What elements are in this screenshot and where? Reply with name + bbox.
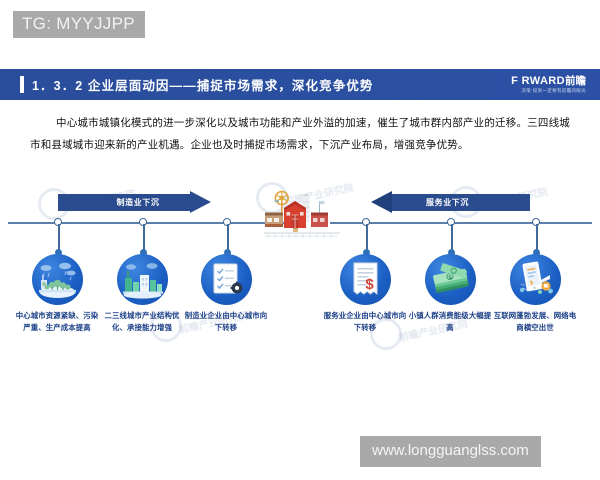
tg-watermark-tag: TG: MYYJJPP: [13, 11, 145, 38]
svg-text:$: $: [448, 275, 452, 282]
page-title: 1．3．2 企业层面动因——捕捉市场需求，深化竞争优势: [32, 79, 374, 93]
body-paragraph: 中心城市城镇化模式的进一步深化以及城市功能和产业外溢的加速，催生了城市群内部产业…: [30, 112, 570, 156]
logo-wordmark: F RWARD前瞻: [511, 75, 586, 86]
node-stem: [366, 224, 368, 251]
arrow-manufacturing-downshift: 制造业下沉: [58, 191, 218, 213]
node-stem: [536, 224, 538, 251]
logo-tagline: 决策·投资一定要有前瞻的眼光: [521, 87, 586, 93]
node-caption: 小镇人群消费能级大幅提高: [408, 311, 492, 332]
header-accent-bar: [20, 76, 24, 93]
arrow-service-downshift: 服务业下沉: [365, 191, 530, 213]
url-watermark: www.longguanglss.com: [360, 436, 541, 467]
svg-text:$: $: [365, 276, 374, 293]
node-dot: [140, 249, 147, 256]
node-stem: [227, 224, 229, 251]
arrow-head-icon: [190, 191, 211, 213]
process-diagram: 制造业下沉 服务业下沉: [0, 170, 600, 370]
node-dot: [224, 249, 231, 256]
logo-latin: F RWARD: [511, 74, 565, 87]
node-caption: 中心城市资源紧缺、污染严重、生产成本提高: [15, 311, 99, 332]
mobile-ecommerce-icon: [510, 254, 561, 305]
node-caption: 互联网蓬勃发展、网络电商横空出世: [493, 311, 577, 332]
section-header-bar: 1．3．2 企业层面动因——捕捉市场需求，深化竞争优势 F RWARD前瞻 决策…: [0, 69, 600, 100]
logo-cjk: 前瞻: [565, 74, 586, 87]
timeline-line-left: [8, 222, 293, 224]
factory-farm-illustration: [262, 188, 342, 246]
arrow-label-service: 服务业下沉: [426, 198, 469, 207]
forward-logo: F RWARD前瞻 决策·投资一定要有前瞻的眼光: [511, 75, 586, 93]
node-caption: 二三线城市产业结构优化、承接能力增强: [104, 311, 180, 332]
arrow-label-manufacturing: 制造业下沉: [116, 198, 160, 207]
node-stem: [143, 224, 145, 251]
node-dot: [448, 249, 455, 256]
node-caption: 服务业企业由中心城市向下转移: [323, 311, 407, 332]
industrial-city-icon: [117, 254, 168, 305]
node-caption: 制造业企业由中心城市向下转移: [184, 311, 268, 332]
arrow-shaft: [58, 194, 191, 211]
node-stem: [58, 224, 60, 251]
arrow-head-icon: [371, 191, 392, 213]
timeline-line-right: [330, 222, 592, 224]
invoice-dollar-icon: $: [340, 254, 391, 305]
node-dot: [363, 249, 370, 256]
node-dot: [55, 249, 62, 256]
checklist-gear-icon: [201, 254, 252, 305]
polluted-city-icon: [32, 254, 83, 305]
cash-stack-icon: $: [425, 254, 476, 305]
paragraph-text: 中心城市城镇化模式的进一步深化以及城市功能和产业外溢的加速，催生了城市群内部产业…: [30, 117, 570, 151]
node-stem: [451, 224, 453, 251]
arrow-shaft: [392, 194, 530, 211]
node-dot: [533, 249, 540, 256]
